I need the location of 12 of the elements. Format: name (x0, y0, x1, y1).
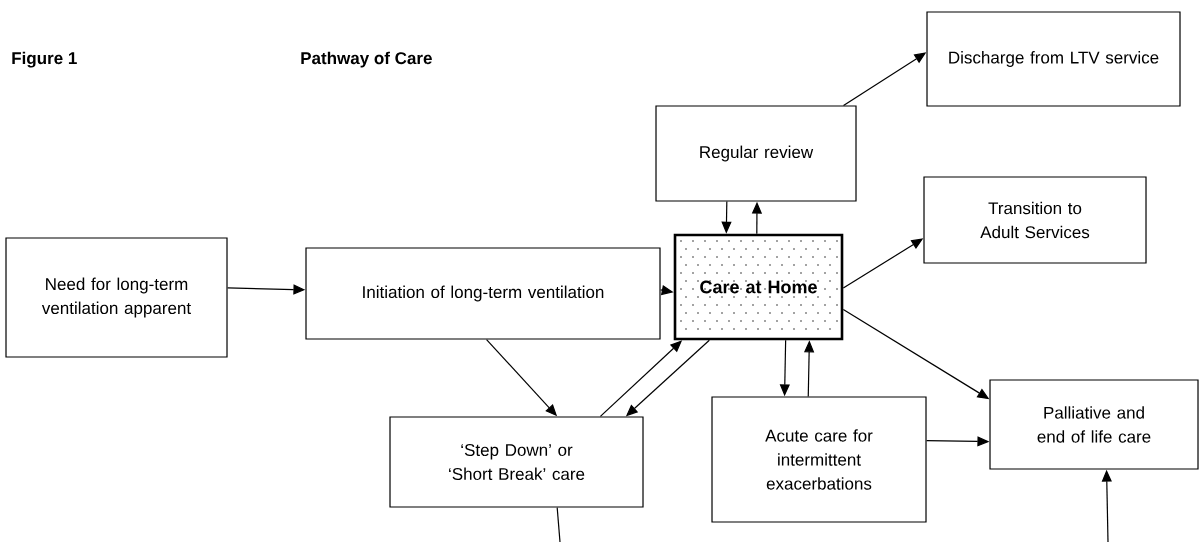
outcome-box: Discharge from LTV service (926, 11, 1181, 107)
connector-line (556, 507, 561, 542)
process-box: Acute care for intermittent exacerbations (711, 396, 927, 523)
title: Pathway of Care (301, 51, 432, 68)
process-box: Initiation of long-term ventilation (305, 247, 661, 340)
home-care-box: Care at Home (673, 233, 844, 341)
process-box: Regular review (655, 105, 857, 202)
outcome-box: Palliative and end of life care (989, 379, 1199, 470)
process-box: ‘Step Down’ or ‘Short Break’ care (389, 416, 644, 508)
outcome-box: Transition to Adult Services (923, 176, 1147, 264)
process-box: Need for long-term ventilation apparent (5, 237, 228, 358)
figure-number: Figure 1 (12, 51, 77, 68)
